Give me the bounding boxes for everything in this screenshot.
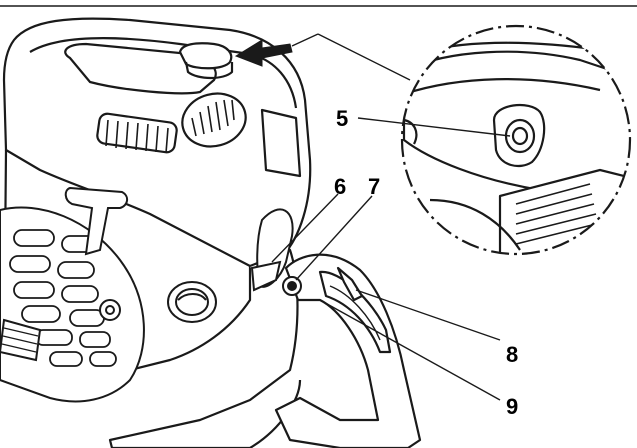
round-cap-detail: [177, 293, 207, 301]
zoom-leader-top: [291, 33, 319, 47]
detail-grille-lines: [515, 183, 597, 245]
adjust-screw: [282, 276, 302, 296]
round-cap-inner: [175, 288, 209, 316]
round-cap: [167, 281, 217, 323]
detail-cover-ridge: [403, 78, 601, 96]
leader-5: [357, 117, 511, 137]
zoom-leader-diagonal: [317, 33, 411, 81]
leader-6: [271, 193, 339, 263]
callout-5: 5: [336, 106, 348, 131]
side-vent: [181, 92, 247, 148]
handle-frame: [274, 253, 422, 448]
detail-button-inner: [511, 126, 529, 146]
callout-leaders: [271, 117, 511, 401]
choke-lever-tab: [250, 260, 282, 292]
side-box: [260, 108, 302, 178]
starter-cover: [0, 186, 145, 403]
callout-7: 7: [368, 174, 380, 199]
cover-ridge-line: [29, 37, 298, 109]
adjust-screw-center: [287, 281, 297, 291]
left-grille-lines: [1, 327, 39, 353]
starter-handle: [64, 186, 128, 256]
leader-8: [355, 289, 501, 341]
trigger-edge: [329, 285, 381, 341]
side-vent-slots: [191, 99, 235, 137]
leader-7: [295, 195, 373, 281]
leader-9: [319, 299, 501, 401]
magnifier-circle-icon: [400, 24, 632, 256]
detail-side-curve: [403, 118, 418, 145]
cap-knob-side: [184, 61, 234, 80]
choke-lever: [250, 208, 294, 292]
starter-vents: [9, 229, 117, 367]
cap-knob: [178, 42, 233, 70]
callout-9: 9: [506, 394, 518, 419]
front-grille-slots: [105, 119, 169, 154]
detail-view: [402, 26, 630, 254]
callout-8: 8: [506, 342, 518, 367]
callout-6: 6: [334, 174, 346, 199]
rear-handle: [274, 253, 422, 448]
top-panel: [64, 42, 217, 95]
detail-contour: [429, 198, 521, 251]
starter-hub-center: [105, 305, 115, 315]
switch-lever: [336, 266, 364, 302]
arrow-left-icon: [234, 39, 293, 67]
